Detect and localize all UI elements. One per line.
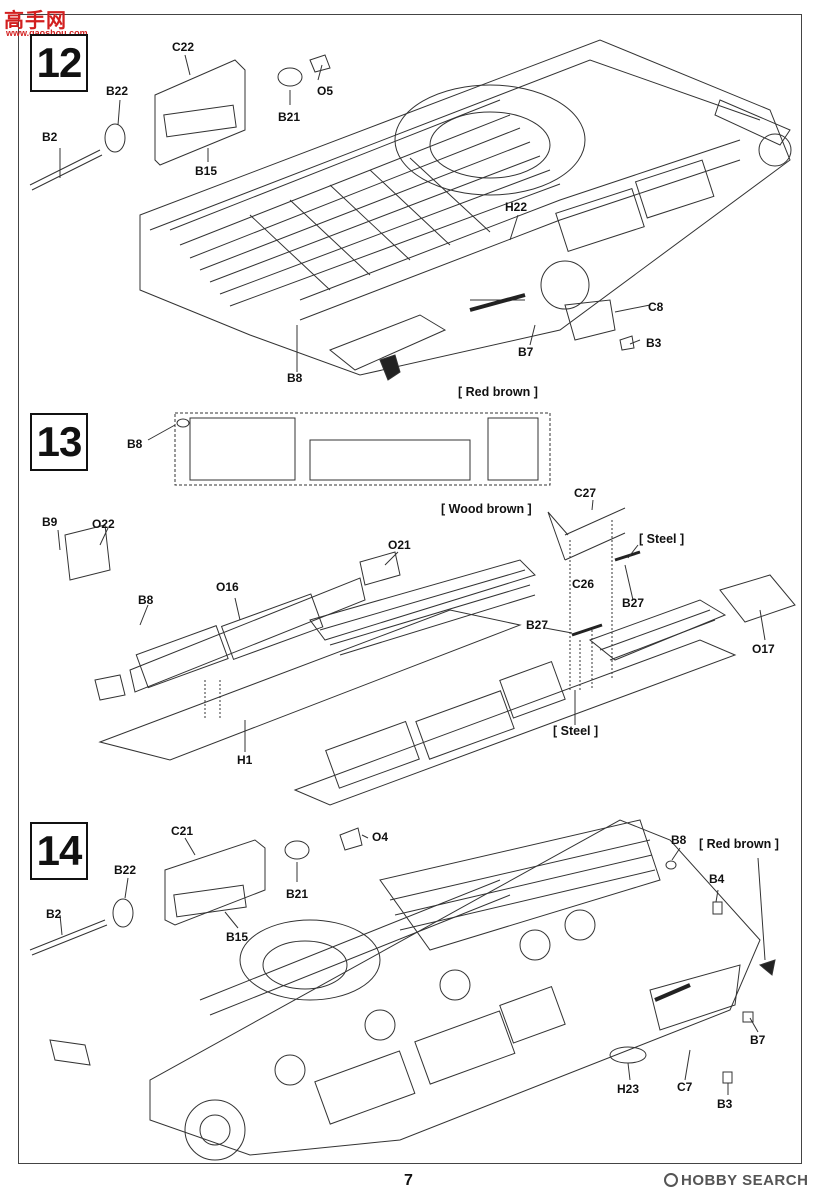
part-label: O17 xyxy=(752,642,775,656)
part-label: B15 xyxy=(226,930,249,944)
part-label: O4 xyxy=(372,830,389,844)
paint-note: [ Steel ] xyxy=(639,532,685,546)
part-label: B21 xyxy=(278,110,301,124)
part-label: B8 xyxy=(127,437,143,451)
part-label: C7 xyxy=(677,1080,693,1094)
part-label: B15 xyxy=(195,164,218,178)
footer-brand: HOBBY SEARCH xyxy=(664,1172,808,1189)
part-label: B4 xyxy=(709,872,725,886)
part-label: O16 xyxy=(216,580,239,594)
part-label: B27 xyxy=(622,596,645,610)
part-label: B3 xyxy=(646,336,662,350)
part-label: C22 xyxy=(172,40,195,54)
paint-note: [ Red brown ] xyxy=(458,385,538,399)
part-label: C21 xyxy=(171,824,194,838)
part-label: B8 xyxy=(671,833,687,847)
watermark-logo: 高手网 xyxy=(4,10,67,32)
part-label: B2 xyxy=(42,130,58,144)
watermark-url: www.gaoshou.com xyxy=(6,28,88,38)
part-label: B2 xyxy=(46,907,62,921)
part-label: B22 xyxy=(106,84,129,98)
brand-logo-icon xyxy=(664,1173,678,1187)
page-frame xyxy=(18,14,802,1164)
part-label: C26 xyxy=(572,577,595,591)
part-label: B8 xyxy=(287,371,303,385)
paint-note: [ Red brown ] xyxy=(699,837,779,851)
part-label: H23 xyxy=(617,1082,640,1096)
part-label: H1 xyxy=(237,753,253,767)
paint-note: [ Steel ] xyxy=(553,724,599,738)
part-label: B27 xyxy=(526,618,549,632)
part-label: O22 xyxy=(92,517,115,531)
paint-note: [ Wood brown ] xyxy=(441,502,532,516)
part-label: B21 xyxy=(286,887,309,901)
part-label: C27 xyxy=(574,486,597,500)
part-label: O21 xyxy=(388,538,411,552)
page-number: 7 xyxy=(404,1172,413,1189)
part-label: C8 xyxy=(648,300,664,314)
step-number-13: 13 xyxy=(30,413,88,471)
part-label: B22 xyxy=(114,863,137,877)
step-number-14: 14 xyxy=(30,822,88,880)
part-label: H22 xyxy=(505,200,528,214)
part-label: O5 xyxy=(317,84,334,98)
part-label: B9 xyxy=(42,515,58,529)
part-label: B7 xyxy=(750,1033,766,1047)
part-label: B3 xyxy=(717,1097,733,1111)
step-number-12: 12 xyxy=(30,34,88,92)
part-label: B8 xyxy=(138,593,154,607)
part-label: B7 xyxy=(518,345,534,359)
footer-brand-text: HOBBY SEARCH xyxy=(681,1172,809,1189)
